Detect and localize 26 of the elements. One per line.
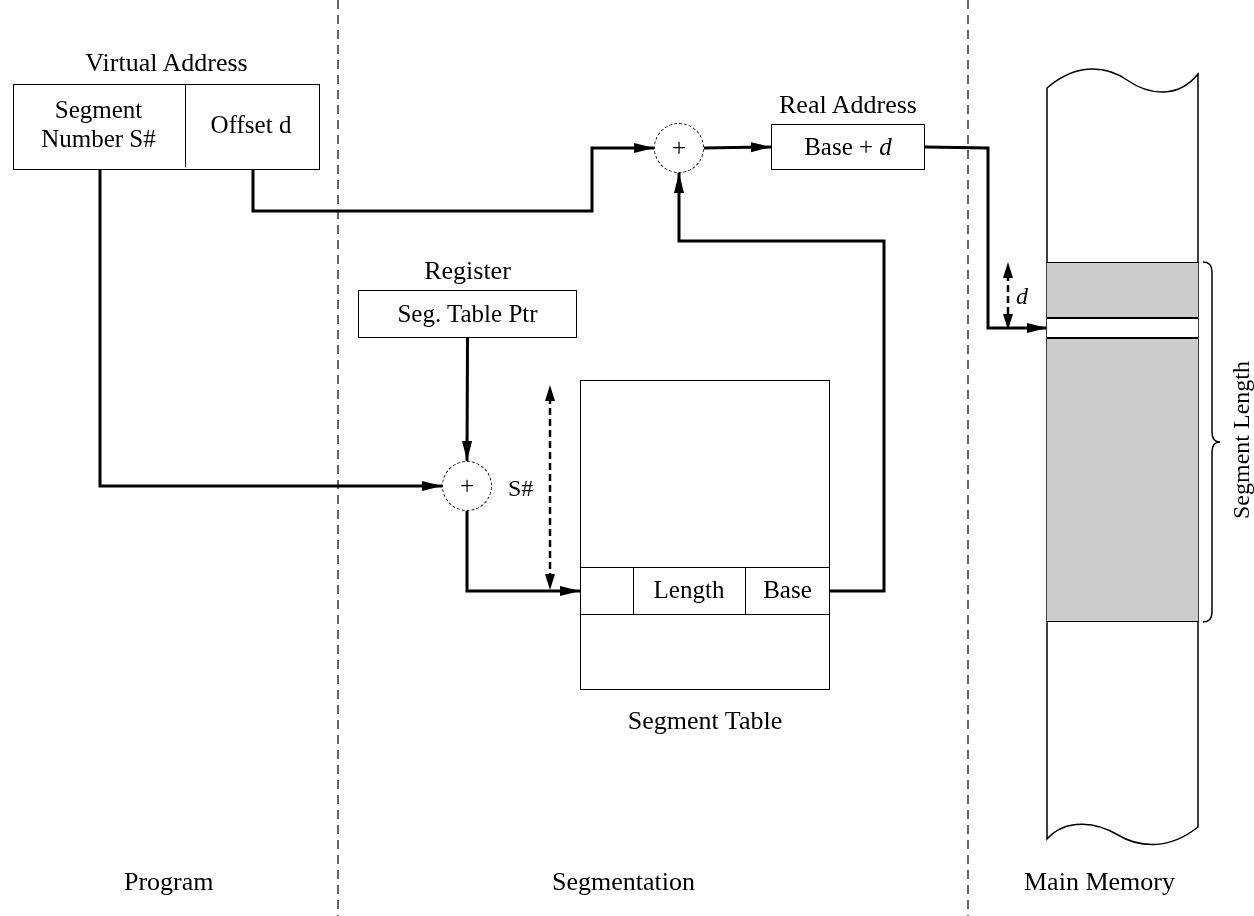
arrow xyxy=(465,511,580,596)
dimension-label: d xyxy=(1016,282,1028,311)
memory-slot xyxy=(1047,318,1198,338)
box-heading: Real Address xyxy=(779,88,917,121)
dimension-label: S# xyxy=(508,474,534,503)
address-field: Offset d xyxy=(185,83,317,167)
box-text: Seg. Table Ptr xyxy=(396,299,539,329)
table-cell xyxy=(579,566,634,615)
arrow xyxy=(703,142,772,153)
region-label: Main Memory xyxy=(1024,866,1175,898)
table-cell: Length xyxy=(633,566,746,615)
box-caption: Segment Table xyxy=(627,704,783,737)
bracket-label: Segment Length xyxy=(1227,361,1254,519)
arrow xyxy=(251,143,654,213)
region-label: Program xyxy=(124,866,214,898)
arrow xyxy=(462,338,473,461)
arrow xyxy=(674,173,886,593)
arrow xyxy=(924,145,1047,333)
shaded-segment xyxy=(1047,262,1198,318)
shaded-segment xyxy=(1047,338,1198,622)
box-heading: Register xyxy=(424,254,511,287)
table-cell: Base xyxy=(745,566,830,615)
region-label: Segmentation xyxy=(552,866,695,898)
address-field: Segment Number S# xyxy=(12,83,186,167)
box-heading: Virtual Address xyxy=(85,46,248,79)
box-text: Base + d xyxy=(803,132,893,162)
